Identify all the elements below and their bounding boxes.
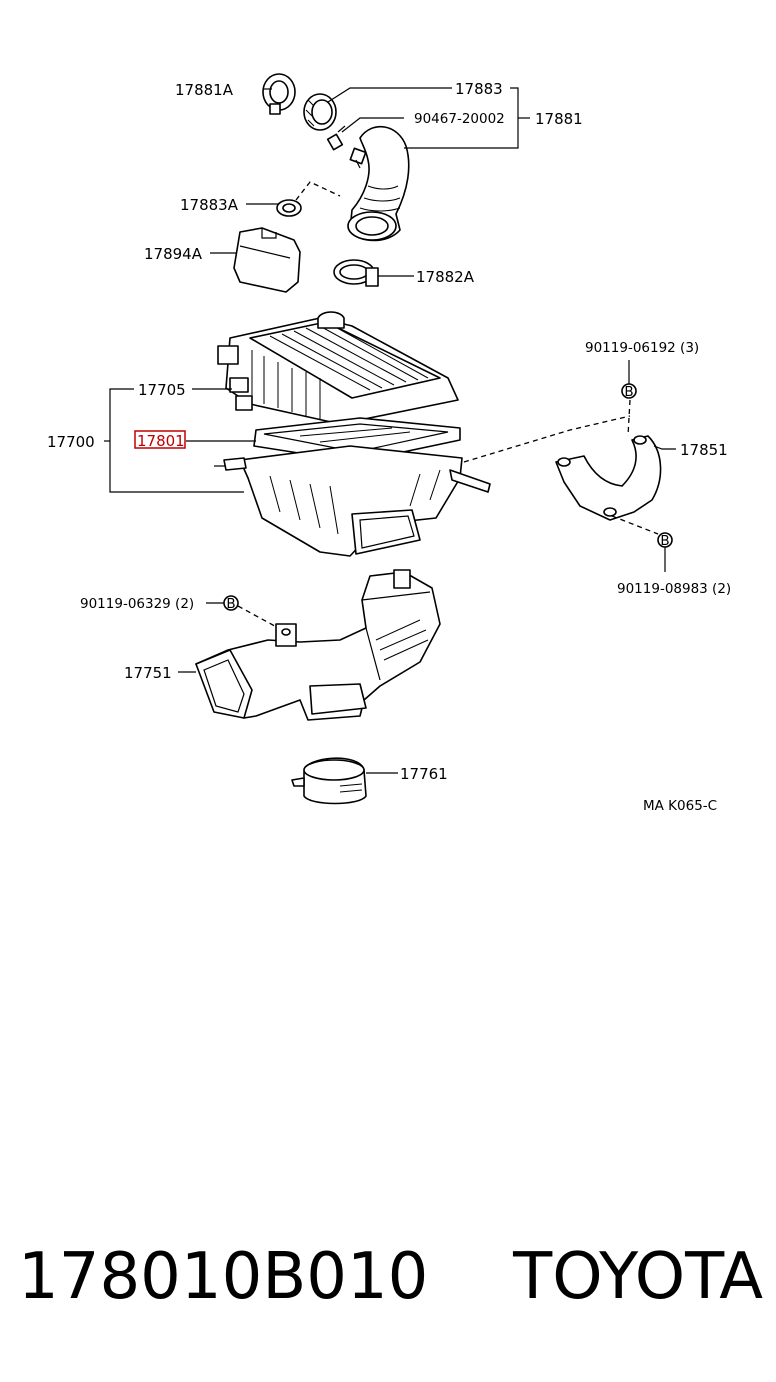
label-17851: 17851 [680,441,728,459]
label-17761: 17761 [400,765,448,783]
bolt-marker-top: B [621,360,637,400]
cap-17705 [217,311,459,425]
resonator-17894A [233,227,301,293]
label-17883A: 17883A [180,196,239,214]
screw-90467 [326,125,346,151]
label-90119-08983: 90119-08983 (2) [617,581,731,597]
label-17881A: 17881A [175,81,234,99]
bracket-17851 [555,435,662,521]
intake-hose-17881 [347,125,410,242]
highlight-box-17801 [134,430,186,449]
label-90467-20002: 90467-20002 [414,111,505,127]
label-17894A: 17894A [144,245,203,263]
cap-17761 [291,757,367,805]
leader-lines [104,87,676,774]
label-17700: 17700 [47,433,95,451]
label-90119-06192: 90119-06192 (3) [585,340,699,356]
ring-17883 [303,93,337,131]
case-body [223,445,491,557]
diagram-code: MA K065-C [643,798,717,814]
label-90119-06329: 90119-06329 (2) [80,596,194,612]
svg-text:B: B [660,533,669,549]
clamp-17882A [333,259,379,287]
bolt-marker-left: B [206,595,239,612]
part-number: 178010B010 [18,1240,429,1314]
parts-diagram: B B B [47,73,731,814]
svg-text:B: B [226,596,235,612]
label-17881: 17881 [535,110,583,128]
duct-17751 [195,569,441,721]
clamp-17881A [262,73,296,115]
label-17883: 17883 [455,80,503,98]
brand-name: TOYOTA [513,1240,763,1314]
svg-text:B: B [624,384,633,400]
label-17801[interactable]: 17801 [137,432,185,450]
bolt-marker-right: B [657,532,673,572]
label-17751: 17751 [124,664,172,682]
clamp-17883A [276,199,302,217]
footer: 178010B010 TOYOTA [18,1232,763,1322]
label-17705: 17705 [138,381,186,399]
label-17882A: 17882A [416,268,475,286]
